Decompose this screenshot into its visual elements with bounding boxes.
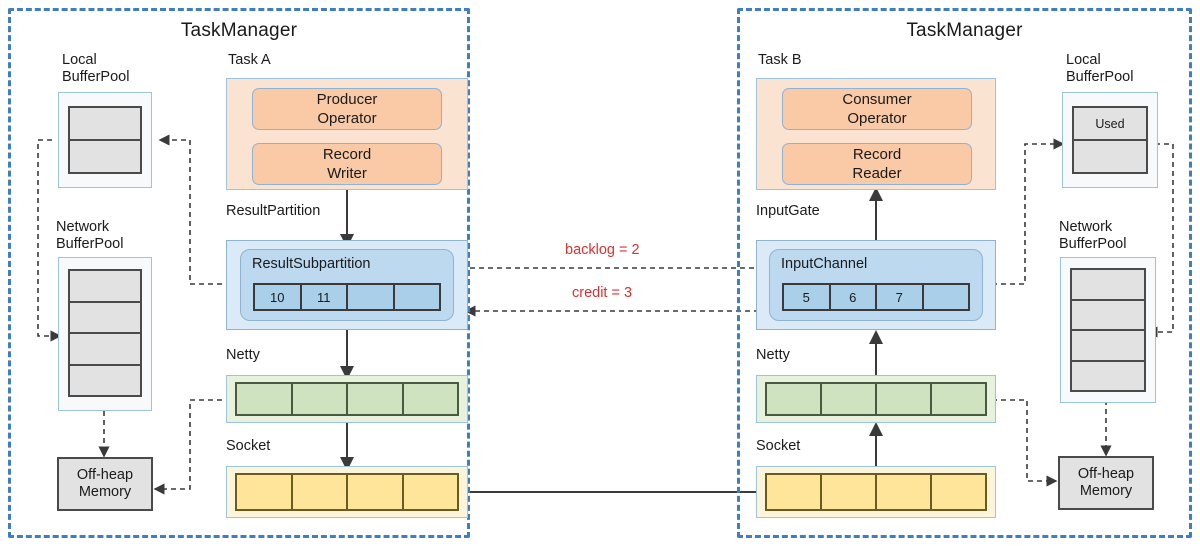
left-local-bufferpool-cells — [68, 106, 142, 174]
buffer-cell — [237, 475, 293, 509]
left-offheap-memory: Off-heap Memory — [57, 457, 153, 511]
left-taskmanager-title: TaskManager — [180, 20, 298, 41]
buffer-cell — [767, 475, 822, 509]
buffer-cell — [822, 475, 877, 509]
buffer-cell — [237, 384, 293, 414]
left-netty-caption: Netty — [226, 347, 260, 363]
buffer-cell: 11 — [302, 285, 348, 309]
record-reader-box: Record Reader — [782, 143, 972, 185]
buffer-cell — [932, 475, 985, 509]
right-network-bufferpool-cells — [1070, 268, 1146, 392]
buffer-cell — [932, 384, 985, 414]
record-writer-box: Record Writer — [252, 143, 442, 185]
buffer-cell — [70, 334, 140, 366]
buffer-cell — [70, 366, 140, 396]
buffer-cell: 7 — [877, 285, 924, 309]
buffer-cell: 5 — [784, 285, 831, 309]
producer-operator-line2: Operator — [317, 110, 377, 127]
buffer-cell — [348, 384, 404, 414]
backlog-label: backlog = 2 — [565, 242, 640, 258]
buffer-cell — [1072, 270, 1144, 301]
right-netty-caption: Netty — [756, 347, 790, 363]
producer-operator-box: Producer Operator — [252, 88, 442, 130]
right-local-bufferpool-cells: Used — [1072, 106, 1148, 174]
result-partition-caption: ResultPartition — [226, 203, 321, 219]
buffer-cell — [404, 384, 458, 414]
left-local-bufferpool-caption: Local BufferPool — [62, 52, 130, 85]
buffer-cell — [395, 285, 440, 309]
left-netty-cells — [235, 382, 459, 416]
buffer-cell — [1072, 331, 1144, 362]
credit-label: credit = 3 — [572, 285, 633, 301]
buffer-cell — [877, 384, 932, 414]
buffer-cell — [293, 475, 348, 509]
left-socket-caption: Socket — [226, 438, 271, 454]
right-netty-cells — [765, 382, 987, 416]
buffer-cell — [348, 285, 395, 309]
right-taskmanager-boundary — [737, 8, 1192, 538]
buffer-cell: Used — [1074, 108, 1146, 141]
input-gate-caption: InputGate — [756, 203, 820, 219]
buffer-cell — [404, 475, 458, 509]
task-b-caption: Task B — [758, 52, 802, 68]
left-network-bufferpool-caption: Network BufferPool — [56, 219, 124, 252]
buffer-cell — [70, 141, 140, 172]
record-writer-line2: Writer — [327, 165, 367, 182]
buffer-cell: 10 — [255, 285, 302, 309]
buffer-cell: 6 — [831, 285, 877, 309]
buffer-cell — [70, 303, 140, 334]
offheap-line2: Memory — [1079, 483, 1133, 499]
result-subpartition-cells: 10 11 — [253, 283, 441, 311]
right-taskmanager-title: TaskManager — [906, 20, 1023, 41]
buffer-cell — [767, 384, 822, 414]
offheap-line1: Off-heap — [1077, 466, 1135, 482]
input-channel-label: InputChannel — [781, 256, 868, 272]
consumer-operator-line1: Consumer — [842, 91, 912, 108]
right-local-bufferpool-caption: Local BufferPool — [1066, 52, 1134, 85]
buffer-cell — [1074, 141, 1146, 172]
buffer-cell — [822, 384, 877, 414]
record-reader-line1: Record — [852, 146, 902, 163]
record-writer-line1: Record — [322, 146, 372, 163]
left-socket-cells — [235, 473, 459, 511]
buffer-cell — [877, 475, 932, 509]
offheap-line2: Memory — [78, 484, 132, 500]
buffer-cell — [293, 384, 348, 414]
right-network-bufferpool-caption: Network BufferPool — [1059, 219, 1127, 252]
buffer-cell — [1072, 301, 1144, 331]
left-network-bufferpool-cells — [68, 269, 142, 397]
task-a-caption: Task A — [228, 52, 271, 68]
record-reader-line2: Reader — [852, 165, 902, 182]
producer-operator-line1: Producer — [316, 91, 378, 108]
buffer-cell — [348, 475, 404, 509]
buffer-cell — [70, 108, 140, 141]
input-channel-cells: 5 6 7 — [782, 283, 970, 311]
left-taskmanager-boundary — [8, 8, 470, 538]
right-socket-caption: Socket — [756, 438, 801, 454]
consumer-operator-box: Consumer Operator — [782, 88, 972, 130]
right-offheap-memory: Off-heap Memory — [1058, 456, 1154, 510]
consumer-operator-line2: Operator — [847, 110, 907, 127]
buffer-cell — [1072, 362, 1144, 391]
buffer-cell — [924, 285, 969, 309]
buffer-cell — [70, 271, 140, 303]
result-subpartition-label: ResultSubpartition — [252, 256, 371, 272]
offheap-line1: Off-heap — [76, 467, 134, 483]
right-socket-cells — [765, 473, 987, 511]
